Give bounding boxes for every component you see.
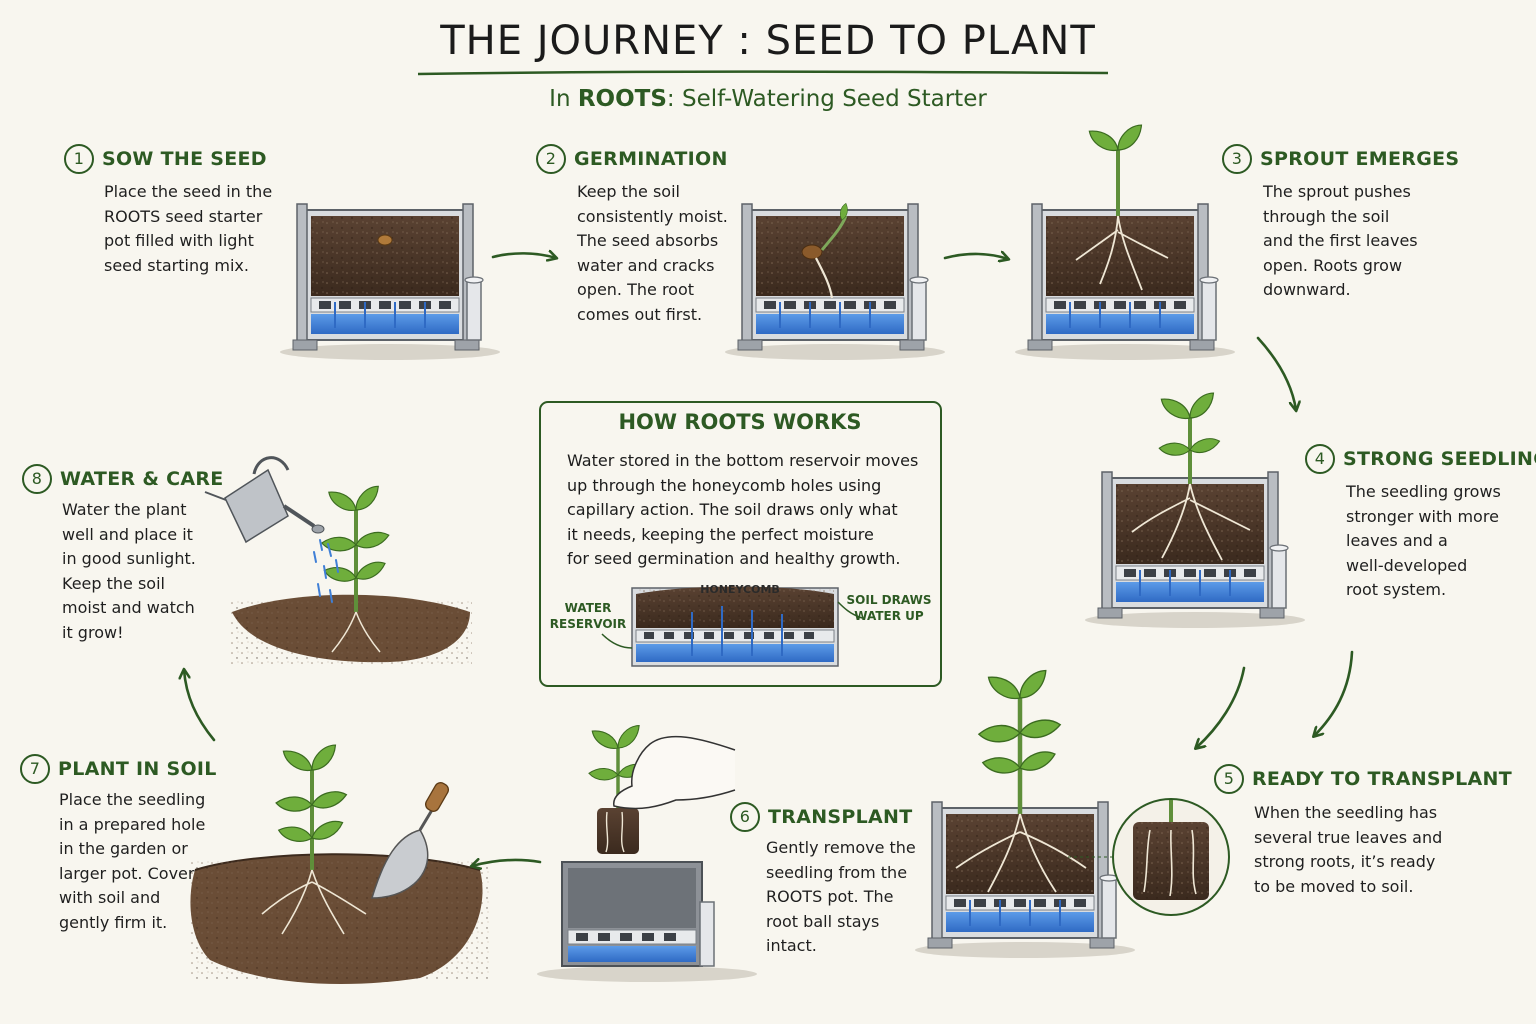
step-8-title: WATER & CARE bbox=[60, 468, 224, 490]
step-1-pot-illustration bbox=[280, 203, 500, 360]
how-roots-works-description: Water stored in the bottom reservoir mov… bbox=[567, 451, 919, 568]
step-5-pot-illustration bbox=[915, 665, 1135, 958]
step-6-number-badge: 6 bbox=[730, 802, 760, 832]
step-6-title: TRANSPLANT bbox=[768, 806, 913, 828]
step-3-title: SPROUT EMERGES bbox=[1260, 148, 1460, 170]
step-7-title: PLANT IN SOIL bbox=[58, 758, 217, 780]
seed-icon bbox=[377, 234, 393, 246]
how-roots-works-box bbox=[539, 401, 942, 687]
honeycomb-label: HONEYCOMB bbox=[700, 583, 780, 596]
step-4-description: The seedling grows stronger with more le… bbox=[1346, 482, 1501, 599]
arrow-6-to-7 bbox=[472, 860, 542, 866]
step-3-pot-illustration bbox=[1015, 120, 1235, 360]
subtitle-brand: ROOTS bbox=[577, 86, 667, 112]
step-6-heading: 6 TRANSPLANT bbox=[730, 802, 912, 832]
title-underline bbox=[417, 70, 1109, 76]
step-3-number-badge: 3 bbox=[1222, 144, 1252, 174]
step-6-seedling-in-hand-illustration bbox=[587, 721, 736, 854]
subtitle-prefix: In bbox=[549, 86, 578, 112]
step-4-number-badge: 4 bbox=[1305, 444, 1335, 474]
step-6-description: Gently remove the seedling from the ROOT… bbox=[766, 838, 916, 955]
step-1-description: Place the seed in the ROOTS seed starter… bbox=[104, 182, 273, 275]
step-7-number-badge: 7 bbox=[20, 754, 50, 784]
step-1-heading: 1 SOW THE SEED bbox=[64, 144, 267, 174]
step-7-description: Place the seedling in a prepared hole in… bbox=[59, 790, 206, 932]
step-2-number-badge: 2 bbox=[536, 144, 566, 174]
arrow-3-to-4 bbox=[1256, 336, 1296, 410]
water-reservoir-label: WATER RESERVOIR bbox=[549, 601, 627, 631]
arrow-5-to-pot bbox=[1196, 666, 1246, 748]
step-2-heading: 2 GERMINATION bbox=[536, 144, 728, 174]
page-title: THE JOURNEY : SEED TO PLANT bbox=[440, 18, 1096, 64]
watering-can-icon bbox=[204, 456, 325, 544]
subtitle-suffix: : Self-Watering Seed Starter bbox=[666, 86, 987, 112]
root-ball-detail-illustration bbox=[1066, 798, 1230, 916]
step-1-title: SOW THE SEED bbox=[102, 148, 267, 170]
step-4-pot-illustration bbox=[1085, 388, 1305, 628]
water-drops-icon bbox=[313, 539, 339, 603]
step-7-planted-seedling-illustration bbox=[190, 740, 490, 984]
step-7-heading: 7 PLANT IN SOIL bbox=[20, 754, 217, 784]
how-it-works-diagram bbox=[601, 586, 863, 667]
how-roots-works-title: HOW ROOTS WORKS bbox=[618, 410, 862, 434]
step-3-heading: 3 SPROUT EMERGES bbox=[1222, 144, 1459, 174]
arrow-4-to-5 bbox=[1314, 650, 1354, 736]
step-8-number-badge: 8 bbox=[22, 464, 52, 494]
step-3-description: The sprout pushes through the soil and t… bbox=[1263, 182, 1418, 299]
step-2-pot-illustration bbox=[725, 202, 945, 360]
step-8-description: Water the plant well and place it in goo… bbox=[62, 500, 196, 642]
arrow-7-to-8 bbox=[184, 670, 216, 742]
arrow-1-to-2 bbox=[491, 253, 556, 258]
step-5-number-badge: 5 bbox=[1214, 764, 1244, 794]
hand-icon bbox=[613, 735, 736, 810]
step-5-description: When the seedling has several true leave… bbox=[1254, 803, 1443, 896]
trowel-icon bbox=[370, 782, 450, 899]
step-4-heading: 4 STRONG SEEDLING bbox=[1305, 444, 1536, 474]
step-6-empty-pot-illustration bbox=[537, 861, 757, 982]
flow-arrows bbox=[184, 253, 1354, 866]
step-1-number-badge: 1 bbox=[64, 144, 94, 174]
cracked-seed-icon bbox=[801, 244, 823, 260]
step-5-title: READY TO TRANSPLANT bbox=[1252, 768, 1512, 790]
soil-draws-water-label: SOIL DRAWS WATER UP bbox=[846, 593, 932, 623]
step-2-description: Keep the soil consistently moist. The se… bbox=[577, 182, 728, 324]
page-subtitle: In ROOTS: Self-Watering Seed Starter bbox=[0, 86, 1536, 112]
step-8-heading: 8 WATER & CARE bbox=[22, 464, 224, 494]
step-4-title: STRONG SEEDLING bbox=[1343, 448, 1536, 470]
arrow-2-to-3 bbox=[943, 254, 1008, 259]
step-2-title: GERMINATION bbox=[574, 148, 728, 170]
step-5-heading: 5 READY TO TRANSPLANT bbox=[1214, 764, 1512, 794]
step-8-watering-illustration bbox=[204, 456, 472, 664]
